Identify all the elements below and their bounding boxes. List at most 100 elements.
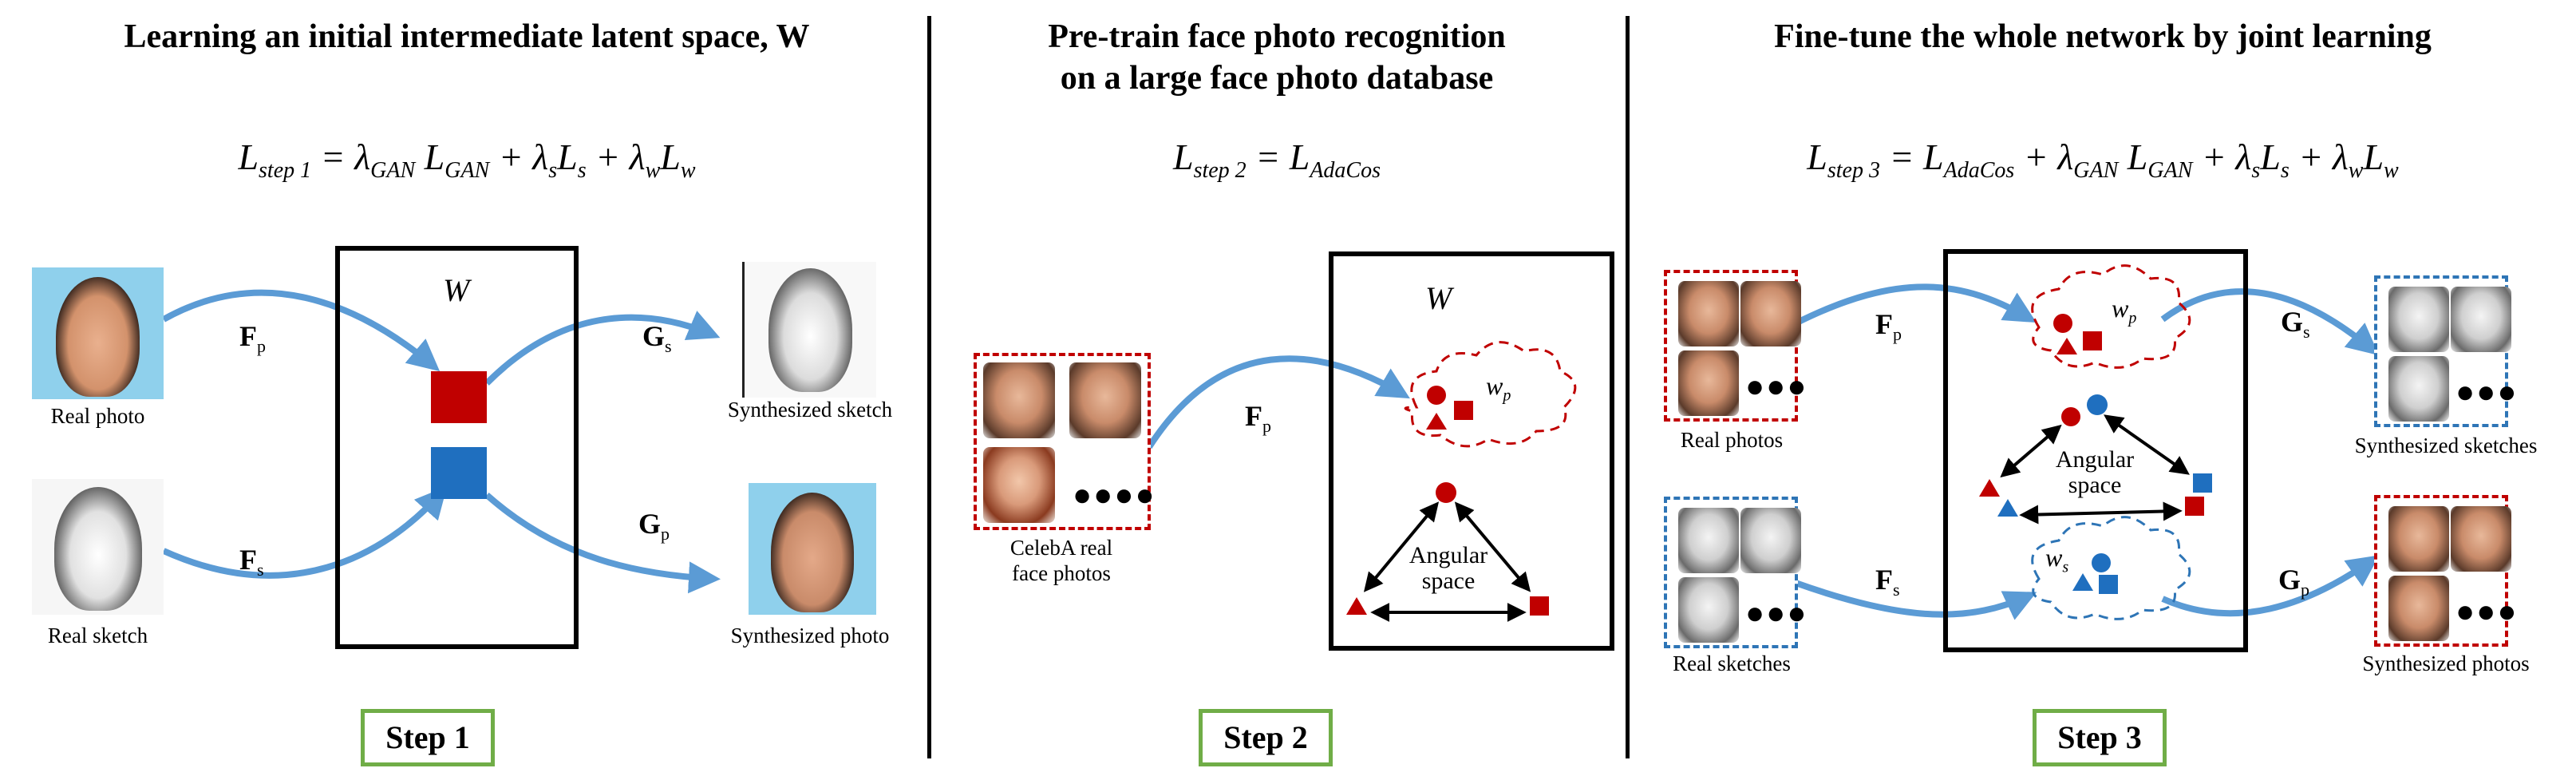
cloud-label-panel2: wp bbox=[1486, 371, 1511, 405]
real-photo-caption: Real photo bbox=[50, 404, 145, 428]
synthesized-sketch-image bbox=[742, 262, 876, 398]
synthesized-sketches-box: ●●● bbox=[2374, 275, 2516, 427]
arrow-fp-panel3 bbox=[1794, 283, 2037, 327]
synthesized-sketches-thumb-2 bbox=[2451, 287, 2511, 352]
real-sketches-thumb-2 bbox=[1740, 508, 1801, 573]
latent-label-panel2: W bbox=[1425, 280, 1452, 316]
label-gs-panel3: Gs bbox=[2281, 306, 2310, 343]
label-fp-panel1: Fp bbox=[239, 320, 266, 357]
red-triangle-cloud-panel2 bbox=[1426, 413, 1447, 430]
real-sketches-thumb-3 bbox=[1678, 577, 1739, 643]
real-photo-image bbox=[32, 267, 164, 399]
red-circle-cloud-panel2 bbox=[1427, 386, 1446, 405]
red-triangle-angular-panel2 bbox=[1346, 597, 1367, 615]
real-sketches-box: ●●● bbox=[1664, 497, 1806, 648]
cloud-bottom-panel3 bbox=[2031, 516, 2191, 620]
arrow-fp-panel1 bbox=[162, 289, 441, 372]
blue-circle-angular-panel3 bbox=[2087, 394, 2108, 415]
synthesized-photos-box: ●●● bbox=[2374, 495, 2516, 647]
latent-space-box-panel1 bbox=[335, 246, 579, 649]
blue-square-cloud-panel3 bbox=[2099, 575, 2118, 594]
synthesized-photo-image bbox=[749, 483, 876, 615]
arrow-fs-panel3 bbox=[1794, 580, 2037, 620]
synthesized-photos-thumb-3 bbox=[2388, 576, 2449, 641]
label-gp-panel3: Gp bbox=[2278, 564, 2310, 600]
red-circle-angular-panel3 bbox=[2061, 407, 2080, 426]
real-photos-thumb-3 bbox=[1678, 350, 1739, 416]
panel1-equation: Lstep 1 = λGAN LGAN + λsLs + λwLw bbox=[238, 137, 696, 184]
label-gs-panel1: Gs bbox=[642, 320, 672, 357]
synthesized-sketches-caption: Synthesized sketches bbox=[2354, 434, 2538, 457]
label-gp-panel1: Gp bbox=[638, 508, 670, 544]
synthesized-sketches-thumb-3 bbox=[2388, 356, 2449, 422]
label-fp-panel2: Fp bbox=[1245, 400, 1271, 437]
real-photos-box: ●●● bbox=[1664, 270, 1806, 422]
arrow-gs-panel3 bbox=[2160, 288, 2380, 356]
celeba-more-dots: ●●●● bbox=[1073, 477, 1156, 513]
red-square-cloud-panel3 bbox=[2083, 331, 2102, 350]
label-fs-panel3: Fs bbox=[1875, 564, 1900, 600]
real-photos-thumb-1 bbox=[1678, 281, 1739, 346]
cloud-top-panel3 bbox=[2031, 264, 2191, 369]
panel3-equation: Lstep 3 = LAdaCos + λGAN LGAN + λsLs + λ… bbox=[1807, 137, 2399, 184]
latent-space-box-panel2 bbox=[1329, 251, 1614, 651]
red-square-angular-panel3 bbox=[2185, 497, 2204, 516]
latent-space-box-panel3 bbox=[1943, 249, 2248, 652]
blue-square-panel1 bbox=[431, 447, 487, 499]
red-triangle-cloud-panel3 bbox=[2056, 338, 2077, 354]
panel3-title: Fine-tune the whole network by joint lea… bbox=[1774, 18, 2432, 55]
real-photos-caption: Real photos bbox=[1680, 428, 1784, 452]
panel2-equation: Lstep 2 = LAdaCos bbox=[1172, 137, 1381, 184]
panel1-title: Learning an initial intermediate latent … bbox=[124, 18, 810, 55]
synthesized-photos-dots: ●●● bbox=[2455, 593, 2519, 629]
cloud-panel2 bbox=[1404, 341, 1577, 448]
real-sketches-caption: Real sketches bbox=[1673, 651, 1791, 675]
label-fp-panel3: Fp bbox=[1875, 308, 1902, 345]
celeba-photo-3 bbox=[983, 447, 1055, 523]
synthesized-photos-caption: Synthesized photos bbox=[2362, 651, 2530, 675]
step2-badge: Step 2 bbox=[1199, 709, 1333, 766]
blue-triangle-cloud-panel3 bbox=[2072, 573, 2093, 591]
blue-triangle-angular-panel3 bbox=[1997, 499, 2018, 517]
synthesized-sketches-thumb-1 bbox=[2388, 287, 2449, 352]
synthesized-photos-thumb-2 bbox=[2451, 506, 2511, 572]
divider-left bbox=[927, 16, 931, 758]
celeba-photo-2 bbox=[1069, 362, 1141, 438]
arrow-fp-panel2 bbox=[1146, 355, 1410, 449]
panel2-title: Pre-train face photo recognition on a la… bbox=[1048, 18, 1506, 97]
cloud-top-label-panel3: wp bbox=[2112, 294, 2137, 327]
divider-right bbox=[1626, 16, 1630, 758]
real-sketches-dots: ●●● bbox=[1745, 595, 1808, 631]
red-circle-angular-panel2 bbox=[1436, 482, 1456, 503]
real-sketch-caption: Real sketch bbox=[47, 624, 148, 647]
real-sketch-image bbox=[32, 479, 164, 615]
latent-label-panel1: W bbox=[443, 272, 470, 308]
red-square-panel1 bbox=[431, 371, 487, 423]
celeba-photo-1 bbox=[983, 362, 1055, 438]
arrow-fs-panel1 bbox=[162, 486, 448, 579]
celeba-photos-box: ●●●● bbox=[974, 353, 1155, 530]
arrow-gp-panel1 bbox=[484, 493, 721, 594]
synthesized-sketch-caption: Synthesized sketch bbox=[727, 398, 893, 422]
red-circle-cloud-panel3 bbox=[2053, 314, 2072, 333]
arrow-gp-panel3 bbox=[2161, 555, 2380, 617]
blue-circle-cloud-panel3 bbox=[2092, 553, 2111, 572]
red-square-angular-panel2 bbox=[1530, 596, 1549, 616]
label-fs-panel1: Fs bbox=[239, 544, 264, 580]
arrow-gs-panel1 bbox=[484, 311, 721, 386]
step1-badge: Step 1 bbox=[361, 709, 495, 766]
synthesized-photos-thumb-1 bbox=[2388, 506, 2449, 572]
synthesized-photo-caption: Synthesized photo bbox=[730, 624, 890, 647]
red-square-cloud-panel2 bbox=[1454, 401, 1473, 420]
blue-square-angular-panel3 bbox=[2193, 473, 2212, 493]
cloud-bottom-label-panel3: ws bbox=[2045, 543, 2069, 576]
synthesized-sketches-dots: ●●● bbox=[2455, 374, 2519, 410]
step3-badge: Step 3 bbox=[2033, 709, 2167, 766]
real-photos-thumb-2 bbox=[1740, 281, 1801, 346]
red-triangle-angular-panel3 bbox=[1979, 479, 2000, 497]
real-sketches-thumb-1 bbox=[1678, 508, 1739, 573]
